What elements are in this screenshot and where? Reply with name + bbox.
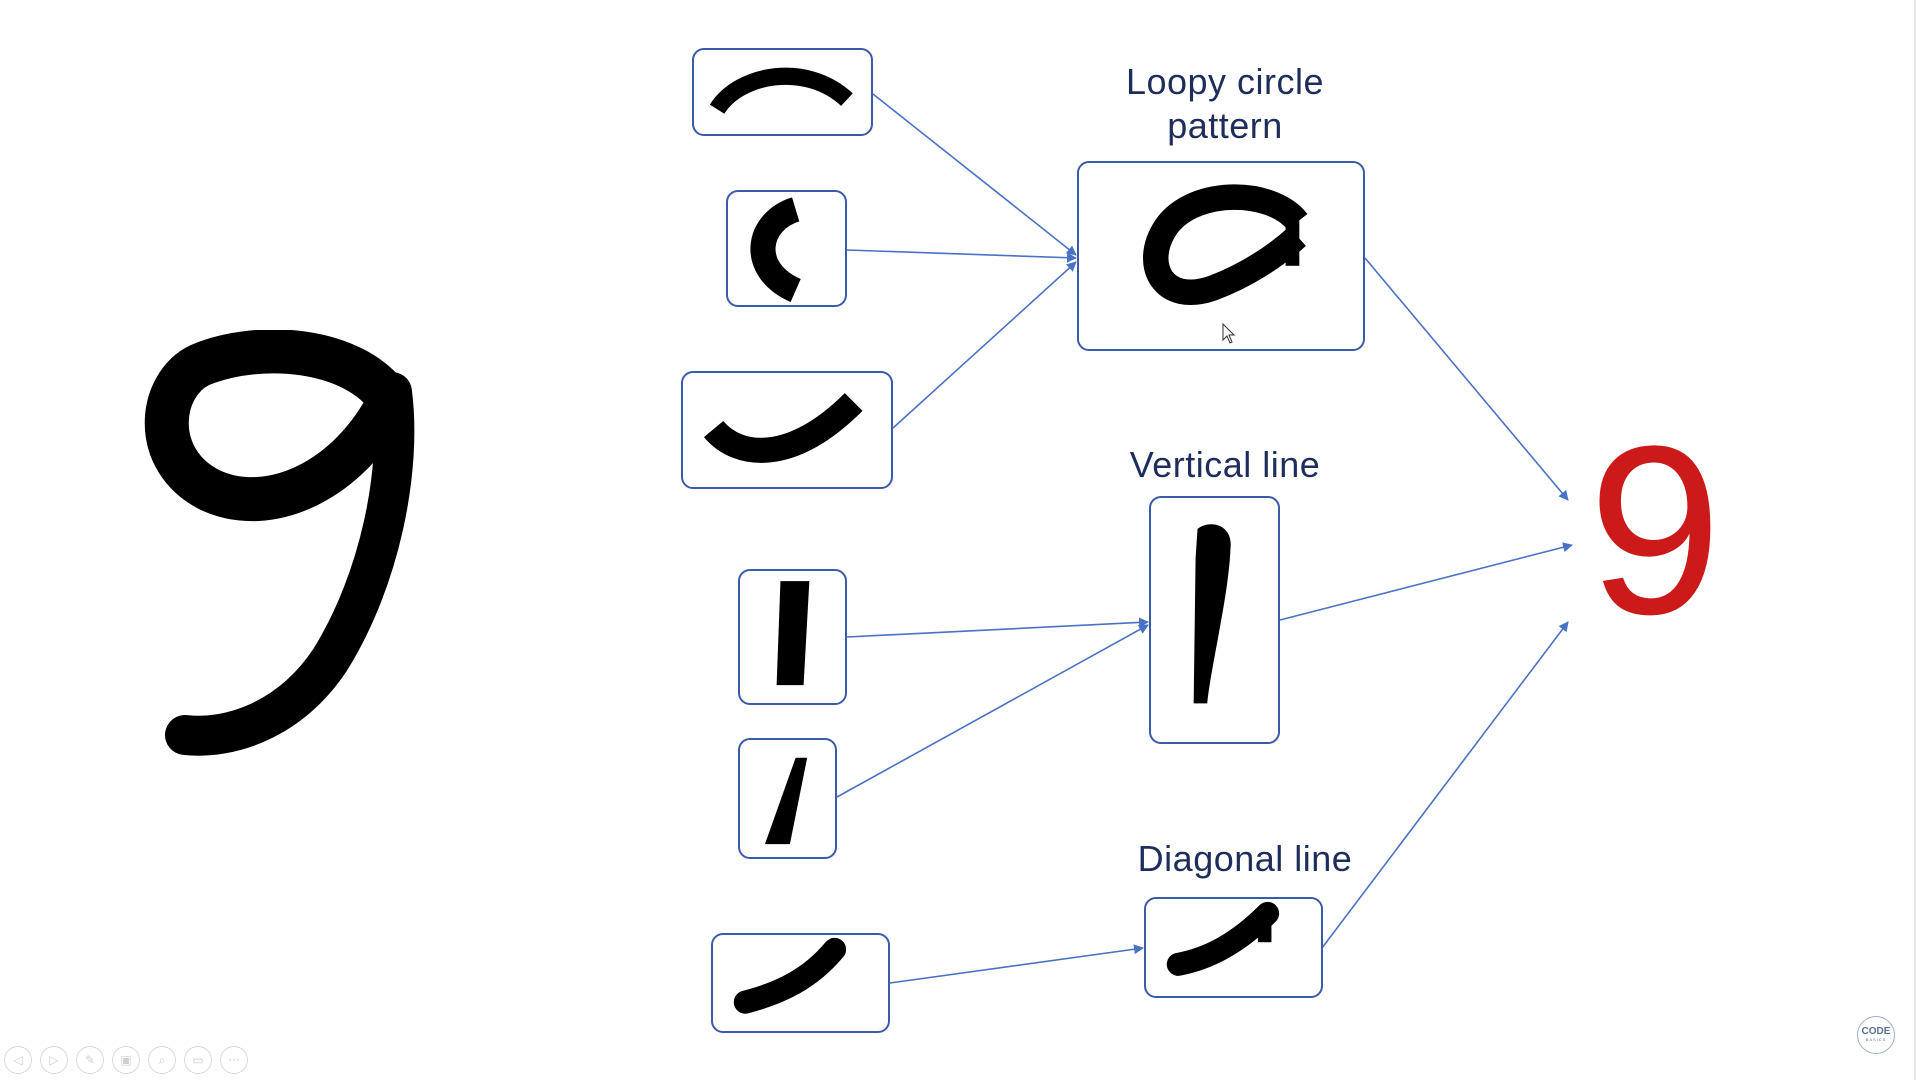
component-bottom-arc: [681, 371, 893, 489]
component-vertical-stroke-b: [738, 738, 837, 859]
logo-text-code: CODE: [1861, 1026, 1891, 1037]
vertical-stroke-a-shape: [776, 581, 810, 686]
arrow-left-arc-to-loopy: [846, 249, 1077, 263]
top-arc-stroke: [709, 67, 853, 115]
label-vertical-line: Vertical line: [1129, 444, 1321, 485]
component-left-arc: [726, 190, 847, 307]
slides-icon[interactable]: ▣: [112, 1046, 140, 1074]
mouse-cursor-icon: [1222, 323, 1236, 344]
left-arc-stroke: [750, 197, 802, 303]
loopy-circle-shape: [1143, 184, 1308, 305]
pattern-diagonal-line: [1144, 897, 1323, 998]
vertical-line-shape: [1193, 524, 1231, 704]
zoom-icon[interactable]: ⌕: [148, 1046, 176, 1074]
arrow-stroke-diag-to-diagonal: [889, 944, 1144, 984]
result-digit: 9: [1588, 396, 1722, 664]
logo-text-basics: BASICS: [1865, 1037, 1887, 1042]
vertical-stroke-b-shape: [764, 757, 808, 845]
previous-icon[interactable]: ◁: [4, 1046, 32, 1074]
arrow-stroke-b-to-vertical: [836, 624, 1149, 798]
window-edge: [1914, 0, 1916, 1080]
codebasics-logo: CODE BASICS: [1857, 1016, 1895, 1054]
label-diagonal-line: Diagonal line: [1137, 838, 1353, 879]
component-diagonal-stroke: [711, 933, 890, 1033]
pattern-vertical-line: [1149, 496, 1280, 744]
label-loopy-circle-pattern: Loopy circle pattern: [1125, 61, 1325, 146]
arrow-loopy-to-result: [1364, 257, 1569, 501]
more-icon[interactable]: ···: [220, 1046, 248, 1074]
subtitles-icon[interactable]: ▭: [184, 1046, 212, 1074]
pen-icon[interactable]: ✎: [76, 1046, 104, 1074]
arrow-vertical-to-result: [1279, 542, 1573, 621]
arrow-bottom-arc-to-loopy: [892, 261, 1077, 429]
diagonal-stroke-shape: [733, 937, 847, 1014]
diagonal-line-shape: [1166, 901, 1280, 976]
component-top-arc: [692, 48, 873, 136]
bottom-arc-stroke: [703, 392, 863, 463]
component-vertical-stroke-a: [738, 569, 847, 705]
arrow-stroke-a-to-vertical: [846, 617, 1149, 638]
pattern-loopy-circle: [1077, 161, 1365, 351]
presenter-toolbar: ◁ ▷ ✎ ▣ ⌕ ▭ ···: [4, 1046, 248, 1074]
next-icon[interactable]: ▷: [40, 1046, 68, 1074]
arrow-diagonal-to-result: [1321, 621, 1569, 949]
input-handwritten-nine: [144, 330, 415, 756]
arrow-top-arc-to-loopy: [872, 93, 1077, 256]
